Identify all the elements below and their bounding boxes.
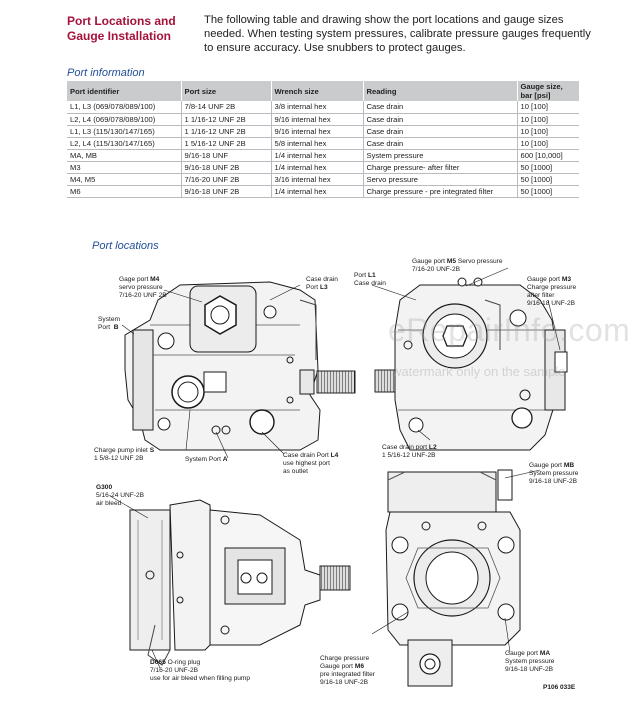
table-cell: 50 [1000] (517, 161, 579, 174)
table-cell: 1/4 internal hex (271, 161, 364, 174)
port-locations-heading: Port locations (92, 240, 159, 252)
table-row: L2, L4 (069/078/089/100)1 1/16-12 UNF 2B… (67, 113, 579, 126)
label-case-drain-l4: Case drain Port L4 use highest port as o… (283, 452, 339, 475)
column-header: Reading (363, 81, 518, 101)
table-cell: M3 (67, 161, 182, 174)
table-cell: 1/4 internal hex (271, 149, 364, 162)
label-d065-o-ring-plug: D065 O-ring plug 7/16-20 UNF-2B use for … (150, 659, 251, 682)
pump-view-left (124, 281, 356, 451)
watermark-site: eRepairInfo.com (388, 312, 631, 348)
table-cell: 50 [1000] (517, 185, 579, 198)
table-cell: L2, L4 (069/078/089/100) (67, 113, 182, 126)
table-cell: 1 1/16-12 UNF 2B (181, 125, 272, 138)
table-cell: 3/8 internal hex (271, 101, 364, 114)
leader-lines (109, 267, 561, 669)
watermark-note: watermark only on the sample (392, 364, 566, 379)
section-title-line1: Port Locations and (67, 14, 176, 28)
intro-paragraph: The following table and drawing show the… (204, 14, 591, 54)
table-header-row: Port identifier Port size Wrench size Re… (67, 81, 579, 101)
table-cell: System pressure (363, 149, 518, 162)
label-gauge-port-m5: Gauge port M5 Servo pressure 7/16-20 UNF… (412, 258, 503, 273)
table-cell: 9/16-18 UNF 2B (181, 161, 272, 174)
label-g300-air-bleed: G300 5/16-24 UNF-2B air bleed (96, 484, 145, 507)
table-cell: 1/4 internal hex (271, 185, 364, 198)
table-cell: L2, L4 (115/130/147/165) (67, 137, 182, 150)
column-header: Port identifier (67, 81, 182, 101)
section-title-line2: Gauge Installation (67, 29, 172, 43)
table-cell: 10 [100] (517, 113, 579, 126)
port-info-heading: Port information (67, 67, 145, 79)
table-cell: M6 (67, 185, 182, 198)
label-system-port-b: System Port B (98, 316, 120, 331)
table-cell: 10 [100] (517, 125, 579, 138)
table-cell: 9/16-18 UNF 2B (181, 185, 272, 198)
table-cell: 3/16 internal hex (271, 173, 364, 186)
table-row: L1, L3 (115/130/147/165)1 1/16-12 UNF 2B… (67, 125, 579, 138)
table-cell: Charge pressure - pre integrated filter (363, 185, 518, 198)
table-cell: M4, M5 (67, 173, 182, 186)
pump-view-lower-left (129, 499, 351, 666)
table-cell: Case drain (363, 125, 518, 138)
table-cell: 9/16 internal hex (271, 125, 364, 138)
pump-view-lower-right (385, 469, 521, 687)
figure-code: P106 033E (543, 684, 576, 691)
table-cell: L1, L3 (069/078/089/100) (67, 101, 182, 114)
label-charge-pump-inlet-s: Charge pump inlet S 1 5/8-12 UNF 2B (94, 447, 155, 462)
port-info-table: Port identifier Port size Wrench size Re… (67, 81, 579, 198)
label-port-l1: Port L1 Case drain (354, 272, 386, 287)
table-cell: 5/8 internal hex (271, 137, 364, 150)
table-cell: 50 [1000] (517, 173, 579, 186)
label-gage-port-m4: Gage port M4 servo pressure 7/16-20 UNF … (119, 276, 167, 299)
table-cell: 1 5/16-12 UNF 2B (181, 137, 272, 150)
table-cell: 9/16 internal hex (271, 113, 364, 126)
label-case-drain-l2: Case drain port L2 1 5/16-12 UNF-2B (382, 444, 437, 459)
table-cell: L1, L3 (115/130/147/165) (67, 125, 182, 138)
table-cell: Case drain (363, 101, 518, 114)
table-cell: 10 [100] (517, 137, 579, 150)
label-system-port-a: System Port A (185, 456, 228, 463)
table-cell: Case drain (363, 137, 518, 150)
table-cell: 1 1/16-12 UNF 2B (181, 113, 272, 126)
table-cell: 7/8-14 UNF 2B (181, 101, 272, 114)
table-cell: 600 [10,000] (517, 149, 579, 162)
label-gauge-port-m3: Gauge port M3 Charge pressure after filt… (527, 276, 577, 307)
label-gauge-port-mb: Gauge port MB System pressure 9/16-18 UN… (529, 462, 579, 485)
table-cell: Case drain (363, 113, 518, 126)
table-cell: 10 [100] (517, 101, 579, 114)
column-header: Wrench size (271, 81, 364, 101)
column-header: Gauge size, bar [psi] (517, 81, 579, 101)
table-cell: 7/16-20 UNF 2B (181, 173, 272, 186)
table-cell: Servo pressure (363, 173, 518, 186)
label-gauge-port-m6: Charge pressure Gauge port M6 pre integr… (320, 655, 375, 686)
column-header: Port size (181, 81, 272, 101)
table-cell: 9/16-18 UNF (181, 149, 272, 162)
label-case-drain-l3: Case drain Port L3 (306, 276, 338, 291)
label-gauge-port-ma: Gauge port MA System pressure 9/16-18 UN… (505, 650, 555, 673)
section-title: Port Locations and Gauge Installation (67, 14, 197, 44)
table-cell: Charge pressure- after filter (363, 161, 518, 174)
pump-view-right (374, 277, 568, 451)
table-cell: MA, MB (67, 149, 182, 162)
table-row: L2, L4 (115/130/147/165)1 5/16-12 UNF 2B… (67, 137, 579, 150)
